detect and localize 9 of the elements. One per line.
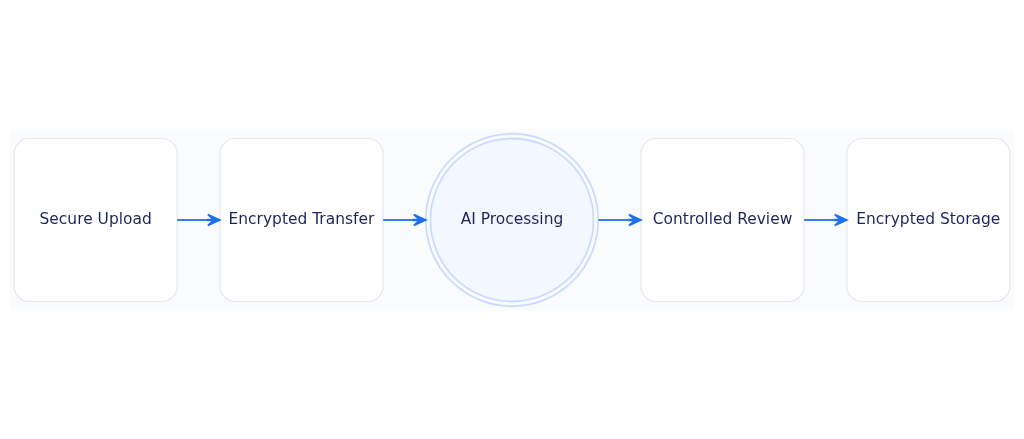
arrow <box>803 213 848 226</box>
node-box: Controlled Review <box>640 137 805 302</box>
node-circle: AI Processing <box>424 132 600 307</box>
arrow <box>176 213 221 226</box>
node-box: Encrypted Transfer <box>219 137 384 302</box>
node-box: Secure Upload <box>13 137 178 302</box>
arrow <box>382 213 427 226</box>
node-box: Encrypted Storage <box>846 137 1011 302</box>
arrow <box>597 213 642 226</box>
